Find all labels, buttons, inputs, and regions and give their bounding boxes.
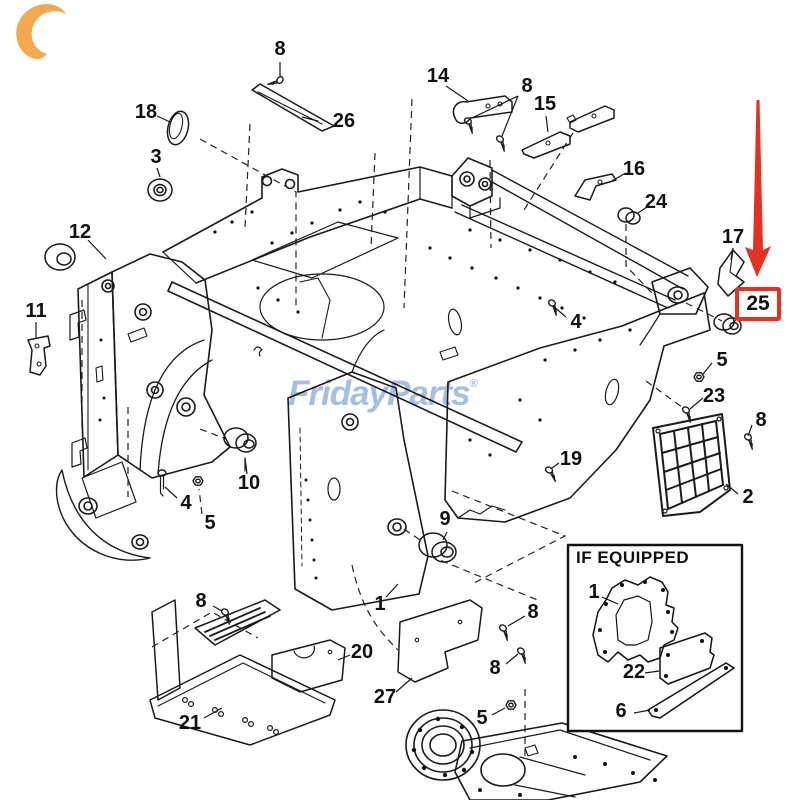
callout-8: 8 [195, 590, 207, 612]
callout-14: 14 [426, 65, 450, 87]
callout-8: 8 [755, 409, 767, 431]
callout-23: 23 [702, 385, 726, 407]
watermark-swoosh [16, 4, 66, 60]
callout-17: 17 [721, 226, 745, 248]
callout-8: 8 [521, 75, 533, 97]
callout-15: 15 [533, 93, 557, 115]
part-glyphs [27, 71, 759, 746]
callout-8: 8 [527, 601, 539, 623]
callout-8: 8 [274, 38, 286, 60]
callout-26: 26 [332, 110, 356, 132]
callout-3: 3 [150, 146, 162, 168]
rivet-holes [98, 200, 657, 797]
inset-callout-6: 6 [615, 700, 627, 722]
inset-callout-22: 22 [622, 661, 646, 683]
inset-title: IF EQUIPPED [576, 548, 690, 567]
callout-18: 18 [134, 101, 158, 123]
callout-9: 9 [439, 508, 451, 530]
callout-11: 11 [25, 300, 47, 322]
callout-4: 4 [570, 311, 582, 333]
registered-mark: ® [469, 378, 478, 390]
callout-16: 16 [622, 158, 646, 180]
callout-4: 4 [180, 492, 192, 514]
callout-10: 10 [237, 472, 261, 494]
callout-25: 25 [746, 292, 770, 315]
inset-box-art [566, 543, 744, 733]
inset-callout-1: 1 [588, 581, 600, 603]
callout-19: 19 [559, 448, 583, 470]
callout-2: 2 [742, 486, 754, 508]
callout-24: 24 [644, 191, 668, 213]
callout-1: 1 [374, 593, 386, 615]
callout-27: 27 [373, 686, 397, 708]
red-arrow [745, 100, 771, 277]
callout-20: 20 [350, 641, 374, 663]
callout-5: 5 [716, 349, 728, 371]
callout-21: 21 [178, 712, 202, 734]
callout-12: 12 [68, 221, 92, 243]
callout-5: 5 [204, 512, 216, 534]
leader-lines-solid [35, 62, 753, 719]
leader-lines-dashed [81, 98, 723, 757]
callout-8: 8 [489, 657, 501, 679]
callout-5: 5 [476, 707, 488, 729]
highlighted-callout-25: 25 [735, 287, 781, 321]
